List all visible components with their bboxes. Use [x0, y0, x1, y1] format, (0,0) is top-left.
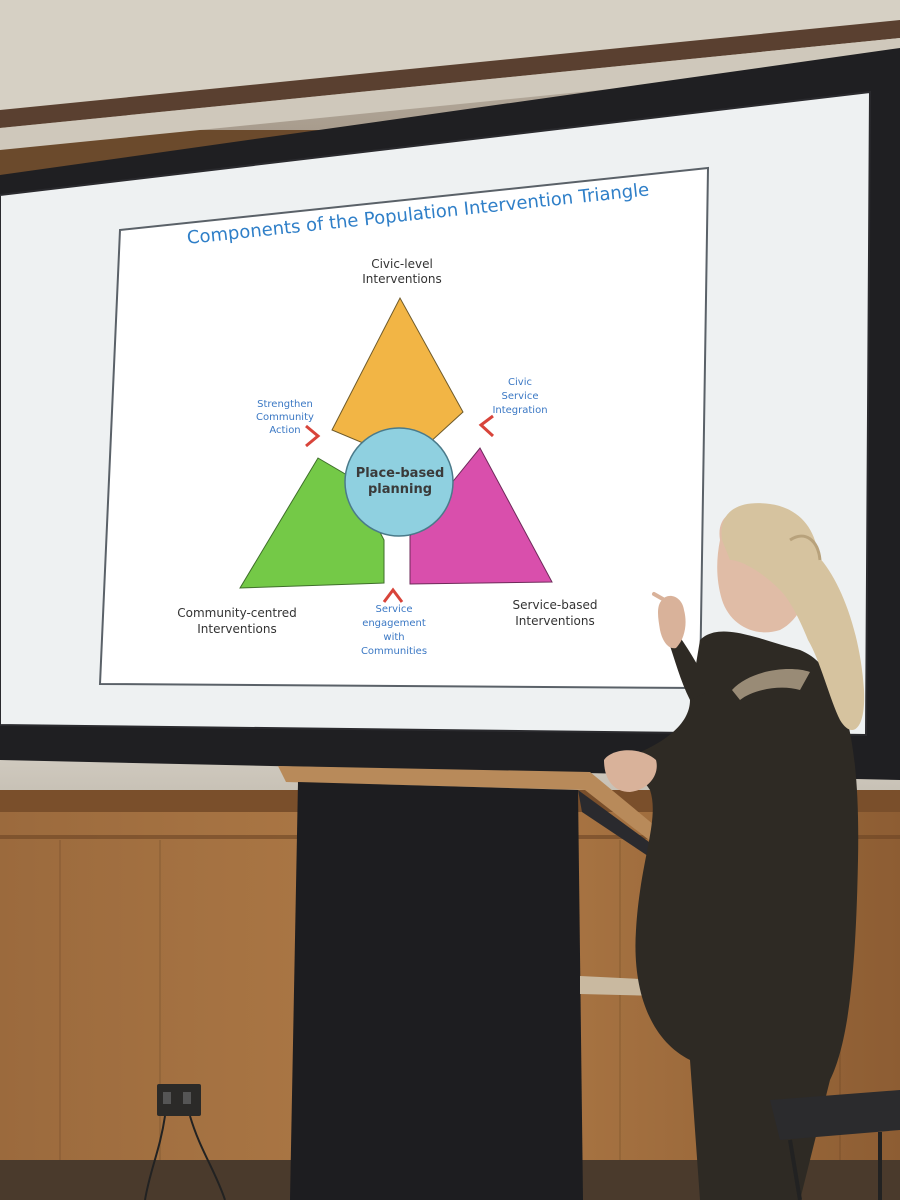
service-based-triangle: [409, 447, 553, 585]
civic-level-line1: Civic-level: [371, 257, 433, 271]
community-centred-label: Community-centred Interventions: [172, 605, 302, 637]
center-label-line2: planning: [367, 482, 433, 497]
civic-level-label: Civic-level Interventions: [352, 257, 452, 287]
strengthen-line3: Action: [269, 425, 301, 436]
strengthen-community-label: Strengthen Community Action: [248, 398, 322, 437]
community-centred-line2: Interventions: [197, 622, 277, 636]
civic-service-line1: Civic: [508, 377, 532, 388]
service-engagement-label: Service engagement with Communities: [354, 603, 434, 659]
service-engagement-line1: Service: [375, 604, 413, 615]
center-label: Place-based planning: [352, 466, 448, 498]
civic-service-line2: Service: [501, 391, 539, 402]
chevron-bottom-icon: [382, 587, 404, 603]
civic-service-line3: Integration: [492, 405, 548, 416]
chevron-right-icon: [478, 414, 495, 438]
civic-service-label: Civic Service Integration: [484, 376, 556, 418]
service-engagement-line3: with: [383, 632, 405, 643]
service-engagement-line2: engagement: [362, 618, 426, 629]
chevron-left-icon: [305, 424, 321, 448]
service-based-line2: Interventions: [515, 614, 595, 628]
service-based-label: Service-based Interventions: [500, 597, 610, 629]
strengthen-line2: Community: [256, 412, 314, 423]
center-label-line1: Place-based: [355, 466, 445, 481]
place-based-circle: [344, 427, 454, 537]
civic-level-line2: Interventions: [362, 272, 442, 286]
service-engagement-line4: Communities: [360, 646, 428, 657]
strengthen-line1: Strengthen: [257, 399, 313, 410]
community-centred-line1: Community-centred: [177, 606, 297, 620]
service-based-line1: Service-based: [512, 598, 598, 612]
